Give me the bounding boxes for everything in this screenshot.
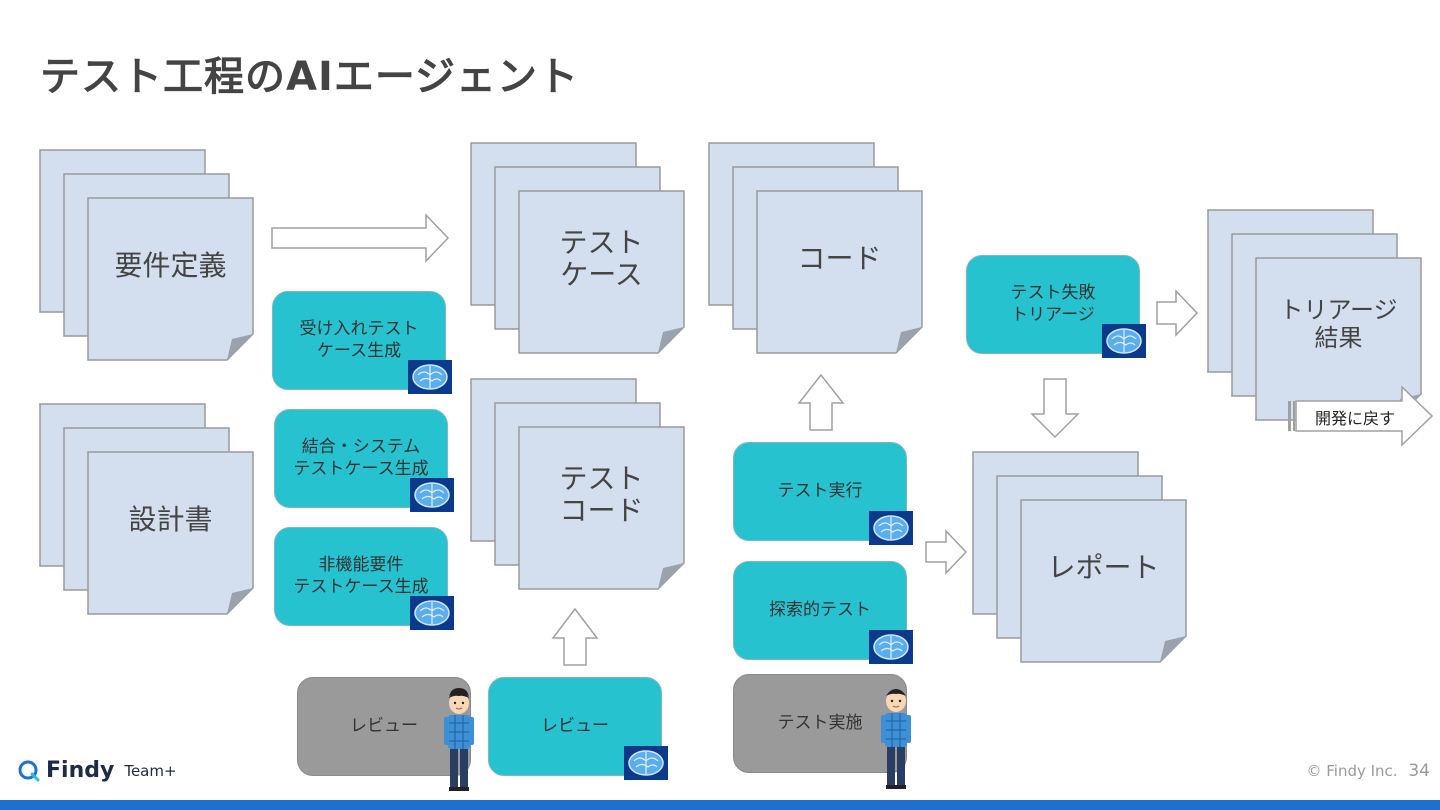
acceptance-agent-line1: 受け入れテスト xyxy=(299,319,419,340)
test-case-label-line1: テスト xyxy=(559,225,644,259)
person-icon xyxy=(444,688,474,791)
triage-result-label: トリアージ 結果 xyxy=(1256,280,1421,370)
requirements-document-stack xyxy=(39,149,254,361)
arrow-requirements-to-test-case xyxy=(271,213,450,263)
review-agent: レビュー xyxy=(488,677,662,776)
triage-result-label-line1: トリアージ xyxy=(1279,296,1398,325)
design-label: 設計書 xyxy=(128,502,213,536)
findy-logo-icon xyxy=(18,760,40,781)
brain-icon xyxy=(624,746,668,780)
brain-icon xyxy=(869,630,913,664)
nonfunctional-agent-line1: 非機能要件 xyxy=(318,555,404,576)
test-case-label: テスト ケース xyxy=(519,191,684,327)
logo-sub: Team+ xyxy=(124,761,177,780)
person-icon xyxy=(881,689,911,789)
test-case-label-line2: ケース xyxy=(560,258,643,291)
triage-result-document-stack xyxy=(1207,209,1422,421)
arrow-execution-up-to-code xyxy=(797,373,845,431)
report-label: レポート xyxy=(1047,550,1160,584)
test-code-label-line2: コード xyxy=(559,494,644,527)
findy-logo: Findy Team+ xyxy=(18,758,177,783)
brain-icon xyxy=(408,360,452,394)
requirements-label: 要件定義 xyxy=(114,248,227,282)
code-label: コード xyxy=(797,241,882,275)
return-to-development-arrow xyxy=(1288,385,1434,447)
report-document-stack xyxy=(972,451,1187,663)
human-test-run-box: テスト実施 xyxy=(733,674,907,773)
triage-result-label-line2: 結果 xyxy=(1314,324,1363,352)
slide-title: テスト工程のAIエージェント xyxy=(40,54,580,100)
brain-icon xyxy=(869,511,913,545)
triage-agent-line1: テスト失敗 xyxy=(1010,283,1096,304)
code-document-stack xyxy=(708,142,923,354)
copyright-text: © Findy Inc. xyxy=(1306,762,1398,780)
integration-test-case-agent: 結合・システム テストケース生成 xyxy=(274,409,448,508)
design-document-stack xyxy=(39,403,254,615)
nonfunctional-agent-line2: テストケース生成 xyxy=(293,576,429,597)
integration-agent-line1: 結合・システム xyxy=(301,437,421,458)
arrow-triage-down-to-report xyxy=(1030,378,1080,439)
page-number: 34 xyxy=(1408,761,1430,781)
test-case-document-stack xyxy=(470,142,685,354)
triage-agent-line2: トリアージ xyxy=(1011,304,1095,325)
arrow-review-up-to-test-code xyxy=(551,607,599,666)
footer-copyright: © Findy Inc. 34 xyxy=(1306,761,1430,781)
acceptance-agent-line2: ケース生成 xyxy=(316,340,402,361)
brain-icon xyxy=(410,478,454,512)
logo-name: Findy xyxy=(46,758,115,783)
integration-agent-line2: テストケース生成 xyxy=(293,458,429,479)
return-to-development-label: 開発に戻す xyxy=(1315,409,1396,428)
failure-triage-agent: テスト失敗 トリアージ xyxy=(966,255,1140,354)
test-code-label: テスト コード xyxy=(519,427,684,563)
footer-bar xyxy=(0,800,1440,810)
arrow-triage-to-result xyxy=(1156,289,1199,337)
brain-icon xyxy=(410,596,454,630)
brain-icon xyxy=(1102,324,1146,358)
test-code-document-stack xyxy=(470,378,685,590)
arrow-to-report xyxy=(925,529,968,575)
test-code-label-line1: テスト xyxy=(559,461,644,495)
